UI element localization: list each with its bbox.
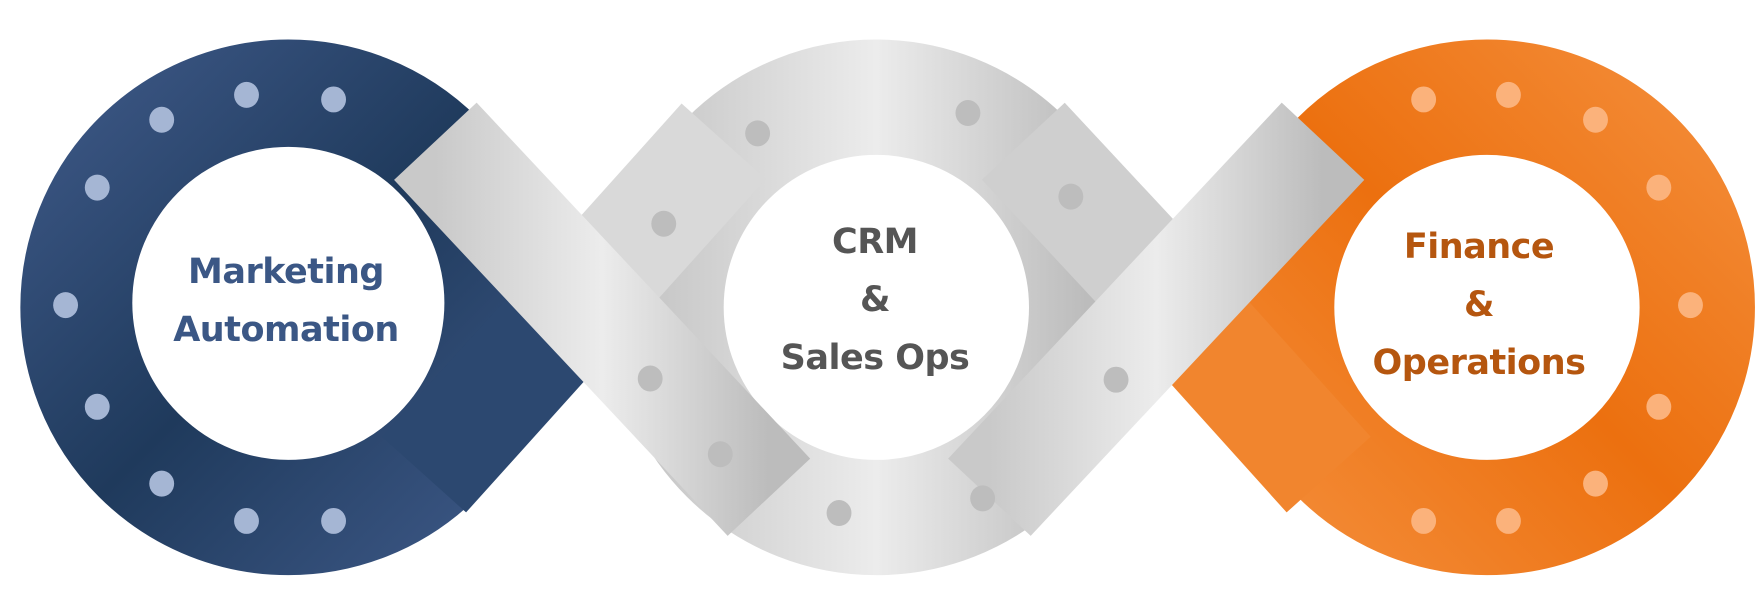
label-line: Marketing [188,252,384,292]
dot-crm [637,365,663,392]
label-line: & [859,280,891,320]
dot-marketing [149,470,175,497]
dot-crm [970,485,996,512]
dot-marketing [234,507,259,534]
dot-finance [1411,86,1437,113]
stage-label-finance: Finance & Operations [1373,218,1586,392]
dot-finance [1646,174,1672,201]
label-line: Finance [1403,227,1555,267]
dot-crm [826,500,852,527]
strip-marketing-to-crm [394,102,811,536]
label-line: Sales Ops [780,338,970,378]
hole-crm [743,172,1010,439]
dot-finance [1496,507,1521,534]
dot-marketing [234,81,259,108]
dot-crm [1058,183,1084,210]
dot-marketing [84,393,110,420]
dot-marketing [84,174,110,201]
dot-finance [1583,106,1608,133]
dot-marketing [53,292,79,319]
dot-crm [651,210,677,237]
dot-finance [1583,470,1608,497]
label-line: CRM [832,222,918,262]
label-line: & [1463,285,1495,325]
strip-finance-to-crm [948,102,1365,536]
dot-marketing [149,106,175,133]
dot-crm [1103,366,1129,393]
stage-label-crm: CRM & Sales Ops [781,213,970,387]
dot-finance [1646,393,1672,420]
label-line: Automation [173,310,399,350]
dot-finance [1411,507,1437,534]
dot-marketing [321,507,347,534]
dot-marketing [321,86,347,113]
dot-finance [1678,292,1703,319]
label-line: Operations [1372,343,1586,383]
dot-finance [1496,81,1521,108]
dot-crm [707,441,733,468]
stage-label-marketing: Marketing Automation [173,243,399,359]
hole-marketing [132,146,445,459]
dot-crm [745,120,771,147]
hole-finance [1364,171,1632,439]
dot-crm [955,100,981,126]
